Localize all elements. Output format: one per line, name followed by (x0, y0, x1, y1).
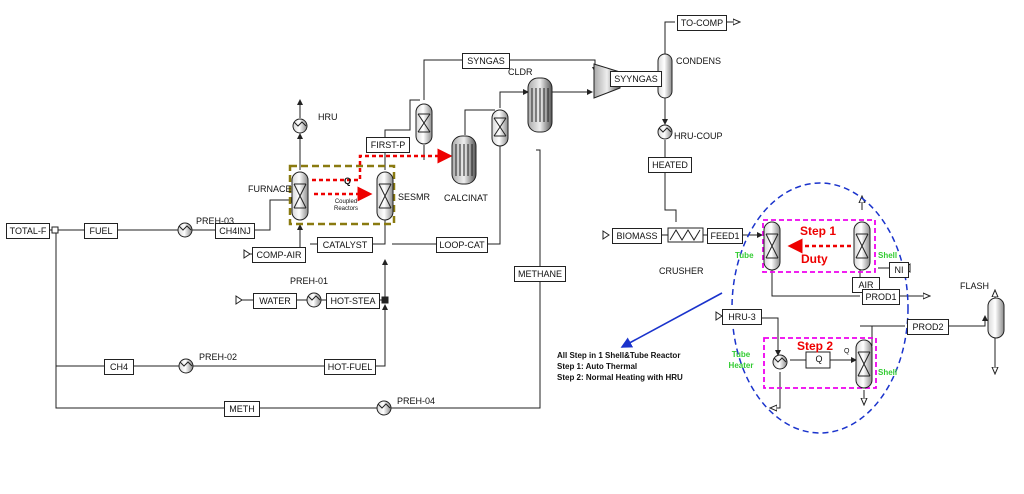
sesmr-reactor (376, 171, 394, 221)
label-step2: Step 2 (797, 339, 834, 353)
shell-reactor-2 (855, 339, 873, 389)
preh-03-exchanger (177, 222, 193, 238)
stream-feed1[interactable]: FEED1 (707, 228, 743, 244)
hru-coup-exchanger (657, 124, 673, 140)
stream-line (770, 372, 781, 408)
label-tube: Tube (735, 251, 754, 260)
step2-box (763, 337, 877, 389)
stream-line (499, 89, 529, 108)
label-duty: Duty (801, 252, 828, 266)
calcinator (451, 135, 477, 185)
feed-terminal (715, 311, 723, 321)
label-preh-04: PREH-04 (397, 396, 436, 406)
flash-drum (987, 297, 1005, 339)
label-step1: Step 1 (800, 224, 837, 238)
stream-heated[interactable]: HEATED (648, 157, 692, 173)
label-flash: FLASH (960, 281, 990, 291)
stream-meth[interactable]: METH (224, 401, 260, 417)
feed-terminal (235, 295, 243, 305)
label-calcinat: CALCINAT (444, 193, 488, 203)
stream-hot-fuel[interactable]: HOT-FUEL (324, 359, 376, 375)
stream-first-p[interactable]: FIRST-P (366, 137, 410, 153)
note-line-1: All Step in 1 Shell&Tube Reactor (557, 351, 681, 360)
crusher (667, 227, 704, 243)
stream-prod2[interactable]: PROD2 (907, 319, 949, 335)
stream-line (384, 99, 420, 170)
stream-hot-stea[interactable]: HOT-STEA (326, 293, 380, 309)
stream-methane[interactable]: METHANE (514, 266, 566, 282)
label-preh-03: PREH-03 (196, 216, 235, 226)
label-hru: HRU (318, 112, 338, 122)
step1-box (762, 219, 876, 273)
label-shell-2: Shell (878, 368, 898, 377)
note-pointer-arrow (620, 292, 723, 348)
label-furnace: FURNACE (248, 184, 292, 194)
label-q-small: Q (844, 348, 850, 355)
stream-q-block-label: Q (815, 354, 823, 364)
hru-exchanger (292, 118, 308, 134)
stream-catalyst[interactable]: CATALYST (317, 237, 373, 253)
stream-line (55, 230, 378, 409)
stream-water[interactable]: WATER (253, 293, 297, 309)
mixer-node (381, 296, 389, 304)
preh-02-exchanger (178, 358, 194, 374)
heater-q-block (805, 351, 831, 369)
label-cldr: CLDR (508, 67, 533, 77)
label-tube-heater: Tube Heater (728, 350, 754, 370)
stream-line (945, 315, 988, 327)
preh-04-exchanger (376, 400, 392, 416)
stream-line (392, 140, 501, 245)
stream-line (192, 304, 388, 367)
stream-line (664, 140, 677, 222)
note-line-3: Step 2: Normal Heating with HRU (557, 373, 683, 382)
stream-syngas[interactable]: SYNGAS (462, 53, 510, 69)
preh-01-exchanger (306, 292, 322, 308)
tube-heater-exchanger (772, 354, 788, 370)
cldr-cooler (527, 77, 553, 133)
stream-to-comp[interactable]: TO-COMP (677, 15, 727, 31)
stream-line (464, 109, 495, 135)
label-q-heat: Q (344, 176, 352, 186)
tube-reactor-1 (763, 221, 781, 271)
stream-ch4inj[interactable]: CH4INJ (215, 223, 255, 239)
label-sesmr: SESMR (398, 192, 431, 202)
label-preh-01: PREH-01 (290, 276, 329, 286)
stream-fuel[interactable]: FUEL (84, 223, 118, 239)
coupled-reactors-box (288, 164, 396, 226)
label-preh-02: PREH-02 (199, 352, 238, 362)
stream-loop-cat[interactable]: LOOP-CAT (436, 237, 488, 253)
stream-ni[interactable]: NI (889, 262, 909, 278)
stream-ch4[interactable]: CH4 (104, 359, 134, 375)
feed-terminal (243, 249, 251, 259)
exchanger-zigzags (178, 121, 787, 409)
stream-syyngas[interactable]: SYYNGAS (610, 71, 662, 87)
furnace-reactor (291, 171, 309, 221)
stream-line (664, 21, 675, 55)
heat-stream-calcinator (312, 148, 453, 182)
stream-line (771, 270, 860, 297)
cyclone-first-p (415, 103, 433, 145)
cyclone-two (491, 109, 509, 147)
label-shell: Shell (878, 251, 898, 260)
stream-prod1[interactable]: PROD1 (862, 289, 900, 305)
label-crusher: CRUSHER (659, 266, 704, 276)
stream-comp-air[interactable]: COMP-AIR (252, 247, 306, 263)
shell-reactor-1 (853, 221, 871, 271)
stream-total-f[interactable]: TOTAL-F (6, 223, 50, 239)
note-line-2: Step 1: Auto Thermal (557, 362, 638, 371)
label-condens: CONDENS (676, 56, 722, 66)
label-hru-coup: HRU-COUP (674, 131, 723, 141)
shell-tube-reactor-ellipse (731, 182, 909, 434)
splitter-node (51, 226, 59, 234)
stream-line (760, 317, 781, 356)
feed-terminal (602, 230, 610, 240)
stream-hru-3[interactable]: HRU-3 (722, 309, 762, 325)
label-coupled-reactors: Coupled Reactors (333, 199, 358, 212)
stream-biomass[interactable]: BIOMASS (612, 228, 662, 244)
